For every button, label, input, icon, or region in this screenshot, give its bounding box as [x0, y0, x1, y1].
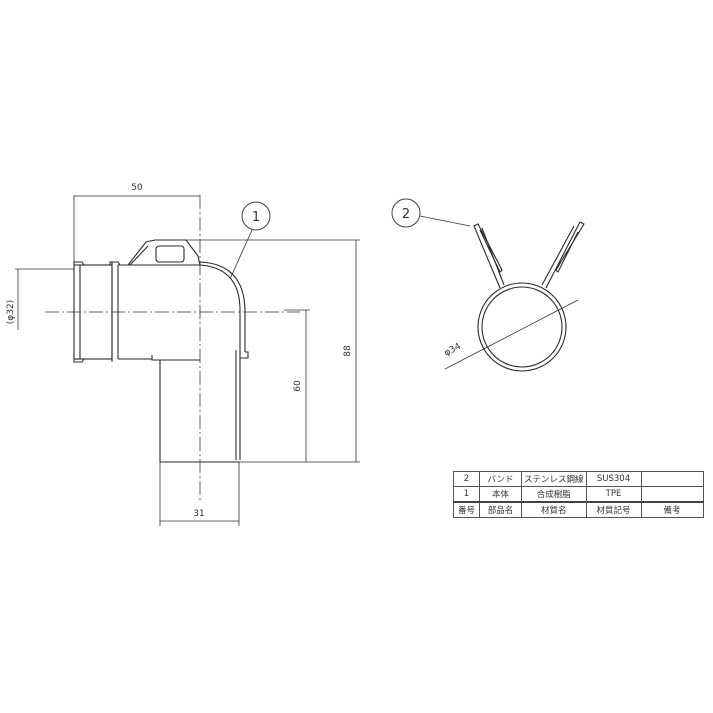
cell-material-name: 合成樹脂 — [521, 486, 587, 503]
header-material-name: 材質名 — [521, 501, 587, 518]
dim-height-outlet: 60 — [284, 309, 310, 462]
svg-text:2: 2 — [402, 207, 410, 222]
balloon-part-1: 1 — [229, 201, 271, 280]
header-part-name: 部品名 — [479, 501, 522, 518]
header-remarks: 備考 — [640, 501, 704, 518]
table-row: 2 バンド ステンレス鋼線 SUS304 — [453, 471, 704, 487]
parts-table: 2 バンド ステンレス鋼線 SUS304 1 本体 合成樹脂 TPE 番号 部品… — [453, 471, 704, 518]
cell-remarks — [640, 486, 704, 503]
dim-height-total: 88 — [186, 239, 360, 463]
svg-text:1: 1 — [252, 210, 260, 225]
table-row: 1 本体 合成樹脂 TPE — [453, 486, 704, 503]
cell-part-name: バンド — [479, 471, 522, 487]
cell-material-code: TPE — [585, 486, 642, 503]
dim-width-outlet: 31 — [159, 462, 240, 526]
svg-text:(φ32): (φ32) — [6, 300, 16, 324]
svg-text:31: 31 — [193, 509, 204, 519]
dim-diameter-band: φ34 — [443, 299, 579, 370]
table-header-row: 番号 部品名 材質名 材質記号 備考 — [453, 501, 704, 518]
balloon-part-2: 2 — [391, 198, 471, 228]
band-clamp — [473, 221, 585, 372]
cell-no: 2 — [453, 471, 480, 487]
svg-text:88: 88 — [343, 345, 353, 357]
cell-remarks — [640, 471, 704, 487]
cell-part-name: 本体 — [479, 486, 522, 503]
dim-width-top: 50 — [73, 183, 200, 262]
header-no: 番号 — [453, 501, 480, 518]
svg-text:φ34: φ34 — [443, 342, 463, 359]
dim-diameter-inlet: (φ32) — [6, 268, 74, 330]
cell-no: 1 — [453, 486, 480, 503]
svg-text:50: 50 — [131, 183, 143, 193]
header-material-code: 材質記号 — [585, 501, 642, 518]
cell-material-name: ステンレス鋼線 — [521, 471, 587, 487]
svg-text:60: 60 — [293, 380, 303, 392]
elbow-body — [73, 239, 249, 463]
cell-material-code: SUS304 — [585, 471, 642, 487]
